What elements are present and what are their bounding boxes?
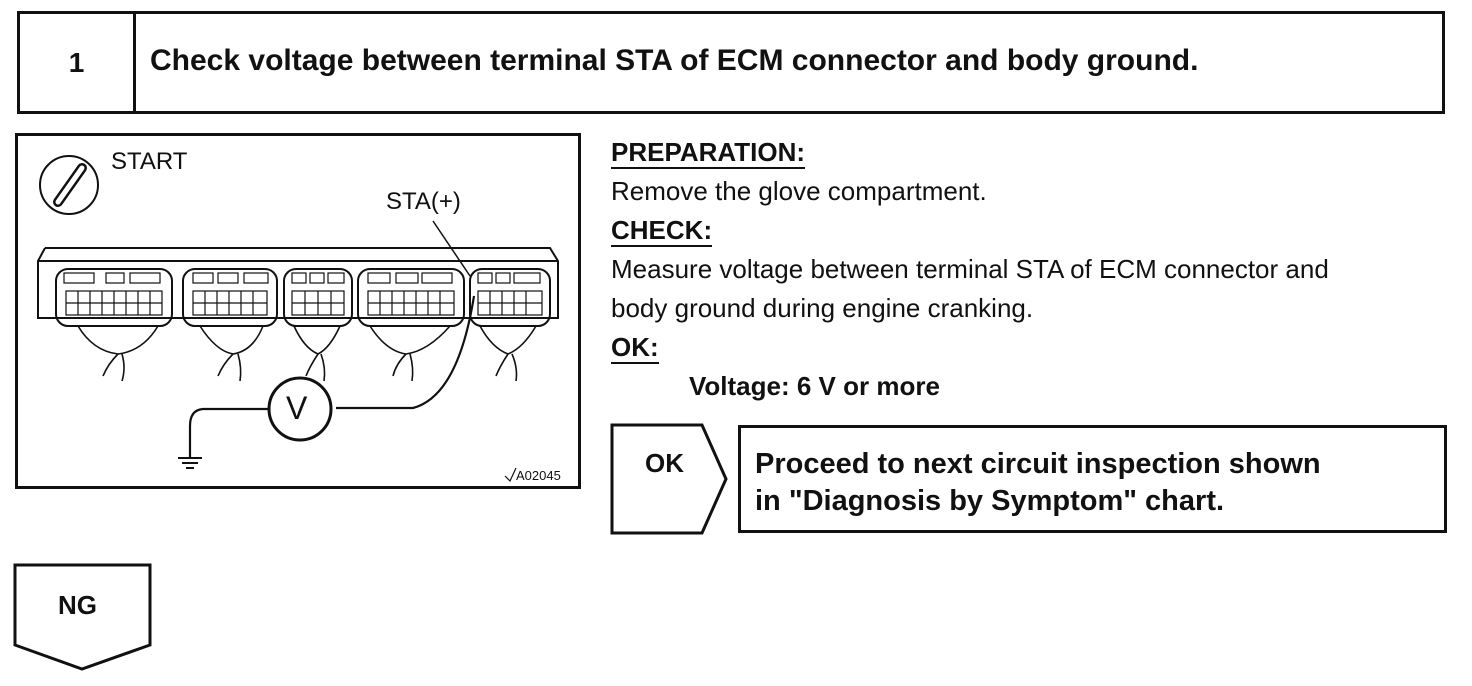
terminal-sta-label: STA(+) (386, 188, 461, 215)
ground-icon (178, 457, 202, 469)
ng-arrow-label: NG (58, 590, 97, 620)
connector-diagram (37, 155, 559, 483)
ecm-connector-blocks (55, 268, 551, 327)
ok-result-line-2: in "Diagnosis by Symptom" chart. (755, 485, 1225, 517)
ok-result-line-1: Proceed to next circuit inspection shown (755, 448, 1321, 480)
check-heading: CHECK: (611, 215, 713, 247)
step-number: 1 (20, 14, 136, 111)
ignition-start-label: START (111, 148, 188, 175)
step-header: 1 Check voltage between terminal STA of … (17, 11, 1445, 114)
preparation-heading: PREPARATION: (611, 137, 806, 169)
ng-arrow-shape (13, 563, 152, 671)
ok-arrow-label: OK (645, 448, 684, 478)
ignition-switch-icon (39, 155, 99, 215)
ok-result-box: Proceed to next circuit inspection shown… (738, 425, 1447, 533)
step-title: Check voltage between terminal STA of EC… (150, 43, 1199, 77)
procedure-text: PREPARATION: Remove the glove compartmen… (611, 133, 1461, 406)
preparation-text: Remove the glove compartment. (611, 176, 987, 206)
check-text-line-2: body ground during engine cranking. (611, 293, 1034, 323)
wiring-figure: START STA(+) V A02045 (15, 133, 581, 489)
ok-arrow-shape (610, 423, 728, 535)
check-text-line-1: Measure voltage between terminal STA of … (611, 254, 1329, 284)
figure-code: A02045 (516, 468, 561, 483)
ok-heading: OK: (611, 332, 659, 364)
voltmeter-label: V (286, 390, 308, 426)
ok-spec: Voltage: 6 V or more (689, 371, 940, 401)
